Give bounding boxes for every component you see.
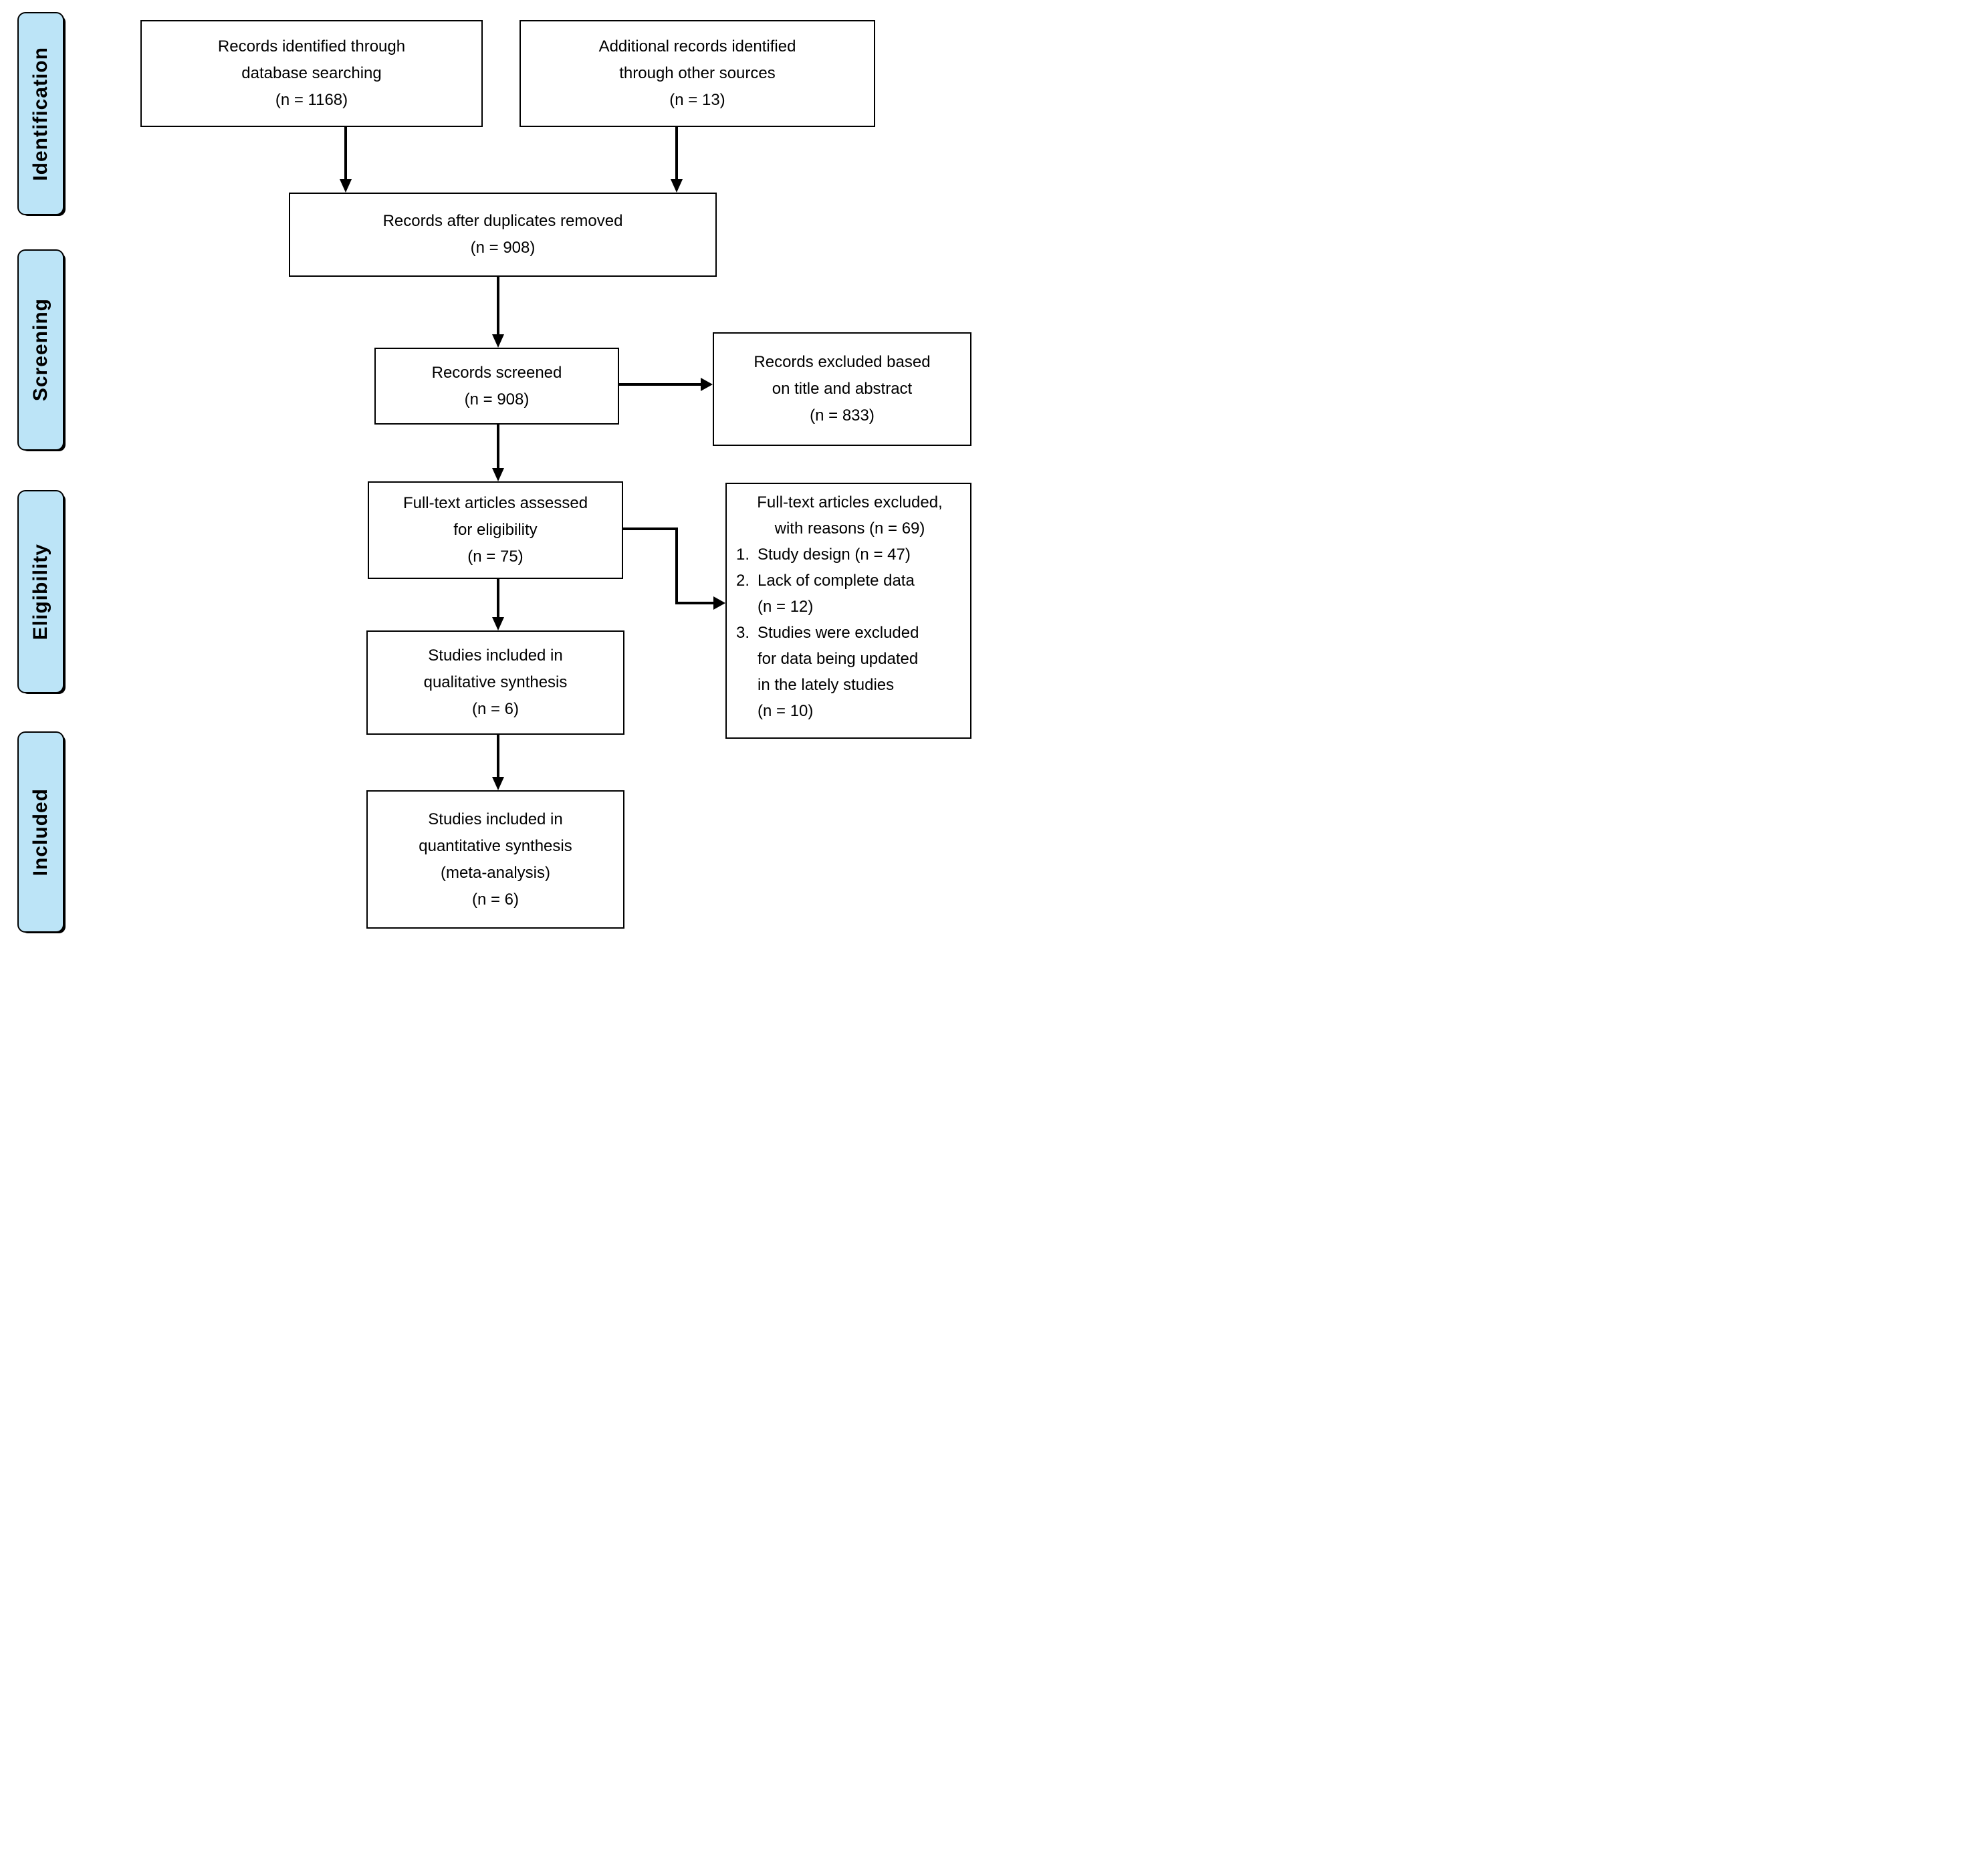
box-fulltext-excluded: Full-text articles excluded, with reason… [725,483,971,739]
box-fulltext-assessed: Full-text articles assessed for eligibil… [368,481,623,579]
box-records-identified: Records identified through database sear… [140,20,483,127]
box-text-line: in the lately studies [758,676,895,694]
stage-eligibility-label: Eligibility [29,543,51,640]
box-text-line: Studies included in [428,810,563,828]
box-text-line: for data being updated [758,650,919,668]
item-text: Lack of complete data (n = 12) [758,568,915,620]
box-count-line: (n = 908) [470,239,536,257]
box-text-line: Lack of complete data [758,572,915,590]
box-count-line: (n = 6) [471,890,520,909]
box-text-line: Records screened [431,363,562,382]
box-text-line: on title and abstract [772,380,913,398]
box-text-line: Full-text articles assessed [402,494,588,512]
box-count-line: (n = 6) [471,700,520,718]
box-text-line: Records identified through [217,37,406,55]
item-text: Studies were excluded for data being upd… [758,620,919,724]
box-text-line: Records excluded based [754,353,931,371]
box-qualitative-synthesis: Studies included in qualitative synthesi… [366,630,624,735]
box-count-line: (n = 1168) [275,91,348,109]
box-text-line: Records after duplicates removed [382,212,623,230]
box-records-screened: Records screened (n = 908) [374,348,619,425]
box-text-line: Studies included in [428,647,563,665]
box-text-line: database searching [241,64,382,82]
exclusion-reason-item: 3. Studies were excluded for data being … [736,620,963,724]
box-count-line: (n = 75) [467,548,524,566]
exclusion-reason-item: 1. Study design (n = 47) [736,542,963,568]
box-after-duplicates: Records after duplicates removed (n = 90… [289,193,717,277]
prisma-flow-diagram: Identification Screening Eligibility Inc… [0,0,980,938]
box-count-line: (n = 908) [464,390,530,408]
stage-eligibility: Eligibility [17,490,64,693]
box-additional-records: Additional records identified through ot… [520,20,875,127]
box-count-line: (n = 10) [758,702,814,720]
box-text-line: (meta-analysis) [440,863,551,882]
box-quantitative-synthesis: Studies included in quantitative synthes… [366,790,624,929]
box-text-line: Additional records identified [598,37,796,55]
box-count-line: (n = 13) [669,91,725,109]
stage-included-label: Included [29,788,51,876]
box-text-line: Full-text articles excluded, [757,493,943,511]
exclusion-reason-item: 2. Lack of complete data (n = 12) [736,568,963,620]
item-number: 1. [736,546,750,564]
box-text-line: with reasons (n = 69) [774,519,925,538]
item-text: Study design (n = 47) [758,542,911,568]
box-text-line: through other sources [619,64,776,82]
box-text-line: Study design (n = 47) [758,546,911,564]
stage-screening-label: Screening [29,298,51,402]
stage-identification: Identification [17,12,64,215]
box-text-line: qualitative synthesis [423,673,568,691]
stage-screening: Screening [17,249,64,451]
item-number: 3. [736,624,750,642]
box-text-line: Studies were excluded [758,624,919,642]
box-records-excluded: Records excluded based on title and abst… [713,332,971,446]
box-count-line: (n = 833) [810,406,875,425]
stage-identification-label: Identification [29,46,51,181]
item-number: 2. [736,572,750,590]
box-text-line: quantitative synthesis [419,836,572,855]
box-count-line: (n = 12) [758,598,814,616]
stage-included: Included [17,731,64,933]
box-text-line: for eligibility [453,521,538,539]
